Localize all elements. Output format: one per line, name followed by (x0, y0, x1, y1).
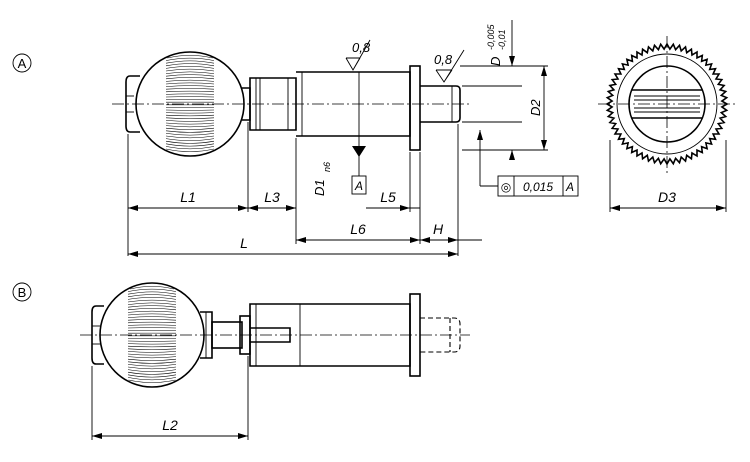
dimension-d1-fit: n6 (322, 162, 332, 172)
view-a-ball-knob (135, 51, 245, 157)
view-a-pin (420, 85, 461, 123)
datum-box (351, 175, 367, 195)
end-view: D3 (598, 36, 736, 212)
view-a-collar (249, 77, 297, 131)
view-b-shaft (211, 321, 243, 349)
datum-label: A (354, 179, 363, 193)
view-b-pin-hidden (420, 317, 461, 353)
dimension-l6: L6 (350, 221, 366, 237)
view-b: B L2 (12, 282, 470, 440)
surface-finish-left-symbol (345, 39, 371, 71)
tolerance-symbol: ◎ (501, 180, 511, 194)
view-b-marker-circle (12, 282, 32, 302)
dimension-d2: D2 (528, 99, 543, 116)
view-b-knob-cap (91, 305, 104, 365)
dimension-l3: L3 (264, 189, 280, 205)
dimension-d-lower-tol: -0,01 (497, 29, 507, 50)
dimension-d: D (488, 57, 503, 66)
tolerance-frame (497, 175, 579, 197)
view-b-flange (409, 293, 421, 377)
surface-finish-right: 0,8 (434, 52, 453, 67)
dimension-l: L (240, 235, 248, 251)
view-a-flange (409, 65, 421, 151)
view-a-marker-circle (12, 53, 32, 73)
view-b-ball-knob (99, 282, 205, 388)
dimension-d1: D1 (312, 179, 327, 196)
dimension-l1: L1 (180, 189, 196, 205)
surface-finish-right-symbol (435, 49, 465, 83)
view-b-marker: B (18, 285, 27, 300)
dimension-l5: L5 (380, 189, 396, 205)
view-a-knob-cap (125, 75, 140, 133)
end-view-inner-circle (616, 53, 718, 155)
tolerance-datum: A (565, 180, 574, 194)
view-b-knob-knurling (127, 286, 177, 383)
dimension-d-upper-tol: -0,005 (486, 23, 496, 50)
end-view-gear-outline (605, 42, 729, 166)
surface-finish-left: 0,8 (352, 40, 371, 55)
dimension-l2: L2 (162, 417, 178, 433)
view-a-knob-knurling (165, 55, 215, 152)
view-b-slot (250, 327, 291, 343)
tolerance-value: 0,015 (523, 180, 553, 194)
view-a: A A 0,8 0,8 (12, 20, 579, 257)
end-view-hub (628, 65, 706, 143)
dimension-d3: D3 (658, 189, 676, 205)
view-a-marker: A (18, 56, 27, 71)
dimension-h: H (433, 221, 444, 237)
datum-triangle (352, 146, 366, 157)
